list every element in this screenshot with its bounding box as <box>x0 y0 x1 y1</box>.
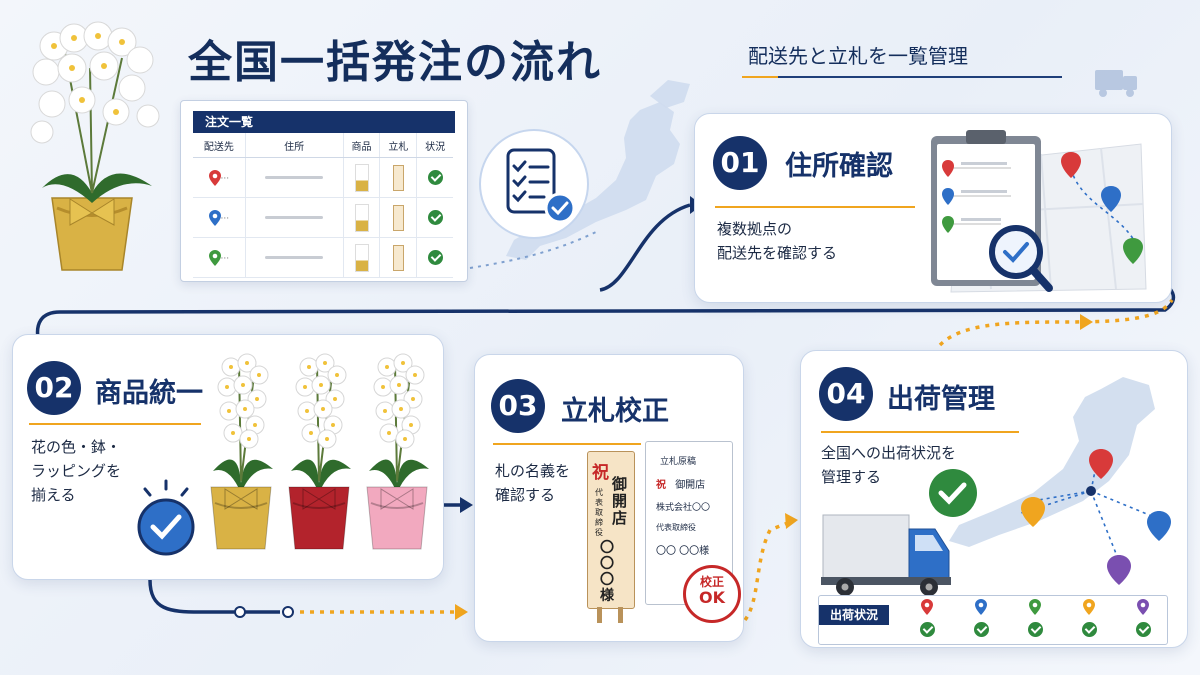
status-item <box>1131 599 1155 641</box>
step-number: 04 <box>819 367 873 421</box>
step-01-card: 01 住所確認 複数拠点の 配送先を確認する <box>694 113 1172 303</box>
orchid-pot-1 <box>210 353 273 550</box>
clipboard-map-illustration <box>931 130 1147 293</box>
step-03-card: 03 立札校正 札の名義を 確認する 祝 御開店 代表取締役 〇〇 〇様 立札原… <box>474 354 744 642</box>
step-title: 商品統一 <box>95 378 203 409</box>
page-title: 全国一括発注の流れ <box>188 37 602 88</box>
check-icon <box>1027 622 1043 637</box>
location-pin-icon <box>1083 599 1095 615</box>
orchid-pot-3 <box>366 353 429 550</box>
location-pin-icon <box>208 209 221 226</box>
truck-icon-small <box>1095 70 1137 97</box>
check-badge-icon <box>137 479 195 556</box>
step-divider <box>821 431 1019 433</box>
col-destination: 配送先 <box>193 133 246 158</box>
table-row[interactable]: ··· <box>193 237 453 278</box>
shipping-map-illustration <box>821 377 1171 596</box>
tatefuda-thumbnail-icon <box>392 164 404 191</box>
orchid-thumbnail-icon <box>354 203 369 232</box>
col-address: 住所 <box>245 133 344 158</box>
shipping-status-label: 出荷状況 <box>819 605 889 625</box>
location-pin-icon <box>921 599 933 615</box>
manuscript-iwai: 祝 <box>656 480 666 491</box>
location-pin-icon <box>208 249 221 266</box>
table-row[interactable]: ··· <box>193 197 453 238</box>
check-icon <box>1135 622 1151 637</box>
status-item <box>915 599 939 641</box>
check-icon <box>919 622 935 637</box>
tatefuda-board: 祝 御開店 代表取締役 〇〇 〇様 <box>587 451 635 609</box>
delivery-truck-icon <box>821 514 951 596</box>
orchid-pot-2 <box>288 353 351 550</box>
checklist-icon <box>479 129 589 239</box>
orchid-pots-illustration <box>210 353 429 550</box>
manuscript-company: 株式会社〇〇 <box>656 503 711 513</box>
step-title: 立札校正 <box>561 396 669 427</box>
tatefuda-thumbnail-icon <box>392 244 404 271</box>
step-description: 札の名義を 確認する <box>495 462 571 504</box>
step-divider <box>715 206 915 208</box>
step-number: 01 <box>713 136 767 190</box>
step-description: 全国への出荷状況を 管理する <box>821 444 957 486</box>
orchid-thumbnail-icon <box>354 163 369 192</box>
tatefuda-side: 代表取締役 <box>595 488 603 537</box>
tatefuda-iwai: 祝 <box>592 463 609 483</box>
step-number: 02 <box>27 361 81 415</box>
step-divider <box>493 443 641 445</box>
check-icon <box>427 210 443 225</box>
location-pin-icon <box>1029 599 1041 615</box>
tatefuda-thumbnail-icon <box>392 204 404 231</box>
check-icon <box>1081 622 1097 637</box>
location-pin-icon <box>975 599 987 615</box>
step-02-card: 02 商品統一 花の色・鉢・ ラッピングを 揃える <box>12 334 444 580</box>
tatefuda-main: 御開店 <box>612 475 628 527</box>
col-product: 商品 <box>343 133 381 158</box>
status-item <box>1023 599 1047 641</box>
status-item <box>1077 599 1101 641</box>
table-row[interactable]: ··· <box>193 157 453 198</box>
status-pins <box>915 599 1155 641</box>
orchid-plant-illustration <box>30 21 160 271</box>
order-list-title: 注文一覧 <box>193 111 455 133</box>
manuscript-title: 立札原稿 <box>660 457 697 467</box>
address-placeholder <box>265 255 324 259</box>
col-tatefuda: 立札 <box>379 133 418 158</box>
step-title: 出荷管理 <box>887 384 995 415</box>
tatefuda-name: 〇〇 〇様 <box>600 540 614 604</box>
manuscript-role: 代表取締役 <box>656 523 696 532</box>
page-subtitle: 配送先と立札を一覧管理 <box>748 44 968 68</box>
location-pin-icon <box>1137 599 1149 615</box>
stamp-line2: OK <box>699 588 725 607</box>
orchid-thumbnail-icon <box>354 243 369 272</box>
stamp-line1: 校正 <box>699 575 724 589</box>
address-placeholder <box>265 215 324 219</box>
status-item <box>969 599 993 641</box>
japan-map-top <box>506 102 680 260</box>
address-placeholder <box>265 175 324 179</box>
step-divider <box>29 423 201 425</box>
check-icon <box>427 250 443 265</box>
order-list-panel: 注文一覧 配送先 住所 商品 立札 状況 ··· <box>180 100 468 282</box>
step-title: 住所確認 <box>785 151 893 182</box>
shipping-status-bar: 出荷状況 <box>818 595 1168 645</box>
step-description: 花の色・鉢・ ラッピングを 揃える <box>31 438 122 504</box>
col-status: 状況 <box>416 133 453 158</box>
location-pin-icon <box>208 169 221 186</box>
check-icon <box>973 622 989 637</box>
subtitle-underline <box>742 76 1062 78</box>
step-description: 複数拠点の 配送先を確認する <box>717 220 838 262</box>
manuscript-line1: 御開店 <box>675 480 706 491</box>
check-icon <box>427 170 443 185</box>
step-number: 03 <box>491 379 545 433</box>
approval-stamp: 校正 OK <box>683 565 741 623</box>
order-table: 配送先 住所 商品 立札 状況 ··· ··· <box>193 133 453 278</box>
manuscript-name: 〇〇 〇〇様 <box>656 546 710 557</box>
